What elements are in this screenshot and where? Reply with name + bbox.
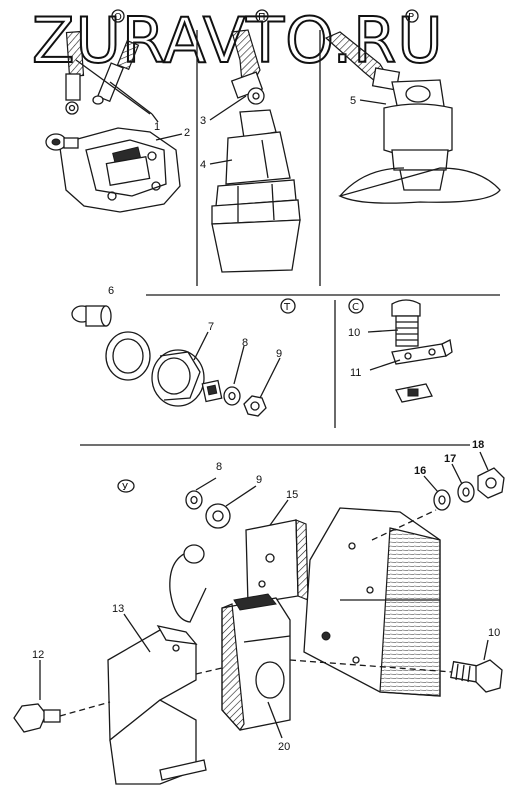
svg-text:Т: Т (283, 302, 291, 313)
callout-2: 2 (184, 127, 190, 139)
callout-11: 11 (350, 367, 361, 379)
callout-9-top: 9 (276, 348, 282, 360)
bolt-6 (71, 305, 112, 327)
leader-line-5 (359, 99, 387, 105)
pin-loop (169, 544, 207, 623)
callout-8-top: 8 (242, 337, 248, 349)
callout-10-top: 10 (348, 327, 360, 339)
callout-20: 20 (278, 741, 290, 753)
callout-4: 4 (200, 159, 206, 171)
leader-lines-u-bottom (39, 613, 489, 739)
panel-letter-o: О (111, 9, 125, 23)
leader-lines-u-right (423, 451, 489, 493)
callout-13: 13 (112, 603, 124, 615)
cable-plug (211, 29, 301, 273)
washer-8-bottom (185, 490, 203, 510)
panel-letter-p: П (255, 9, 269, 23)
svg-text:П: П (258, 12, 266, 23)
bolt-10-bottom (450, 659, 503, 693)
panel-letter-r: Р (405, 9, 419, 23)
leader-lines-t (193, 331, 281, 399)
panel-letter-s: С (348, 298, 364, 314)
callout-15: 15 (286, 489, 298, 501)
callout-1: 1 (154, 121, 160, 133)
bracket-11 (391, 339, 453, 365)
leader-lines-p (209, 95, 247, 165)
bracket-13 (107, 625, 207, 785)
cable-end-lugs (65, 30, 140, 115)
leader-lines-o (75, 59, 183, 141)
svg-text:Р: Р (408, 12, 414, 23)
bolt-12 (13, 703, 61, 733)
panel-dividers (80, 30, 500, 446)
assembly-axis-lines (59, 509, 453, 717)
leader-lines-u-top (195, 477, 289, 529)
callout-12: 12 (32, 649, 44, 661)
nut-9-bottom (205, 503, 231, 529)
callout-17: 17 (444, 453, 456, 465)
svg-text:О: О (114, 12, 122, 23)
callout-9-bottom: 9 (256, 474, 262, 486)
bolt-10-top (391, 299, 421, 347)
callout-18: 18 (472, 439, 484, 451)
svg-text:У: У (122, 482, 128, 493)
svg-text:С: С (352, 302, 359, 313)
callout-3: 3 (200, 115, 206, 127)
small-plate (395, 383, 433, 403)
panel-letter-u: У (117, 479, 135, 493)
plate-15 (245, 519, 309, 605)
cable-nut-assembly (324, 31, 501, 204)
callout-7: 7 (208, 321, 214, 333)
washer-8-top (201, 379, 241, 406)
ring-washer (105, 331, 151, 381)
washers-16-17-nut-18 (433, 467, 505, 511)
nut-9-top (243, 395, 267, 417)
mount-block-20 (221, 593, 291, 731)
connector-socket (45, 127, 181, 213)
cap-7 (151, 349, 205, 407)
leader-lines-s (367, 329, 401, 371)
callout-16: 16 (414, 465, 426, 477)
panel-letter-t: Т (280, 298, 296, 314)
callout-8-bottom: 8 (216, 461, 222, 473)
wooden-block (303, 507, 441, 697)
callout-5: 5 (350, 95, 356, 107)
callout-6: 6 (108, 285, 114, 297)
callout-10-bottom: 10 (488, 627, 500, 639)
